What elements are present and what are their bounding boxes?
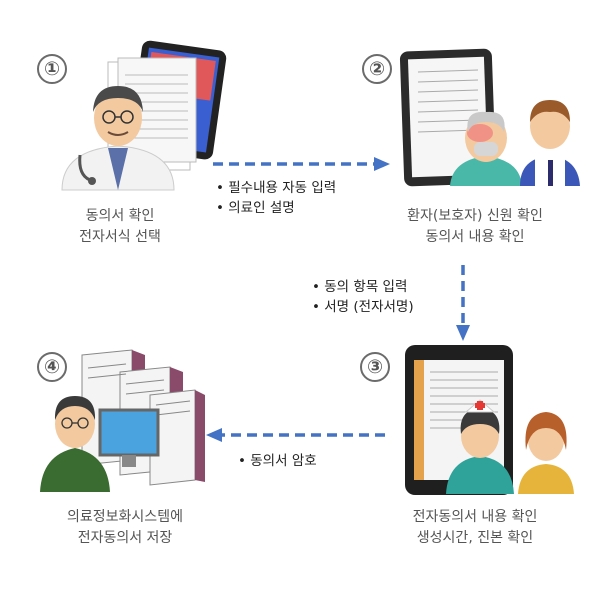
bullet-item: 의료인 설명 xyxy=(216,198,336,218)
step1-caption: 동의서 확인 전자서식 선택 xyxy=(45,206,195,248)
step2-caption: 환자(보호자) 신원 확인 동의서 내용 확인 xyxy=(385,206,565,248)
caption-line: 전자동의서 내용 확인 xyxy=(412,509,538,525)
arrow-step2-to-step3 xyxy=(456,265,470,341)
nurse-tablet-icon xyxy=(405,345,574,495)
step-number-1: ① xyxy=(37,54,67,84)
arrow2-annotation: 동의 항목 입력 서명 (전자서명) xyxy=(312,277,414,317)
doctor-with-tablet-icon xyxy=(61,40,227,191)
arrow-step3-to-step4 xyxy=(206,428,385,442)
caption-line: 환자(보호자) 신원 확인 xyxy=(407,208,543,224)
arrow1-annotation: 필수내용 자동 입력 의료인 설명 xyxy=(216,178,336,218)
patient-guardian-tablet-icon xyxy=(399,48,580,187)
caption-line: 의료정보화시스템에 xyxy=(67,509,183,525)
step3-caption: 전자동의서 내용 확인 생성시간, 진본 확인 xyxy=(385,507,565,549)
server-system-icon xyxy=(40,349,205,492)
caption-line: 전자서식 선택 xyxy=(79,229,161,245)
arrow-step1-to-step2 xyxy=(213,157,390,171)
caption-line: 동의서 확인 xyxy=(85,208,155,224)
step4-caption: 의료정보화시스템에 전자동의서 저장 xyxy=(45,507,205,549)
bullet-item: 필수내용 자동 입력 xyxy=(216,178,336,198)
bullet-item: 동의 항목 입력 xyxy=(312,277,414,297)
bullet-item: 동의서 암호 xyxy=(238,451,316,471)
step-number-4: ④ xyxy=(37,352,67,382)
caption-line: 전자동의서 저장 xyxy=(77,530,173,546)
caption-line: 생성시간, 진본 확인 xyxy=(416,530,534,546)
arrow3-annotation: 동의서 암호 xyxy=(238,451,316,471)
step-number-3: ③ xyxy=(360,352,390,382)
bullet-item: 서명 (전자서명) xyxy=(312,297,413,317)
step-number-2: ② xyxy=(362,54,392,84)
caption-line: 동의서 내용 확인 xyxy=(425,229,525,245)
